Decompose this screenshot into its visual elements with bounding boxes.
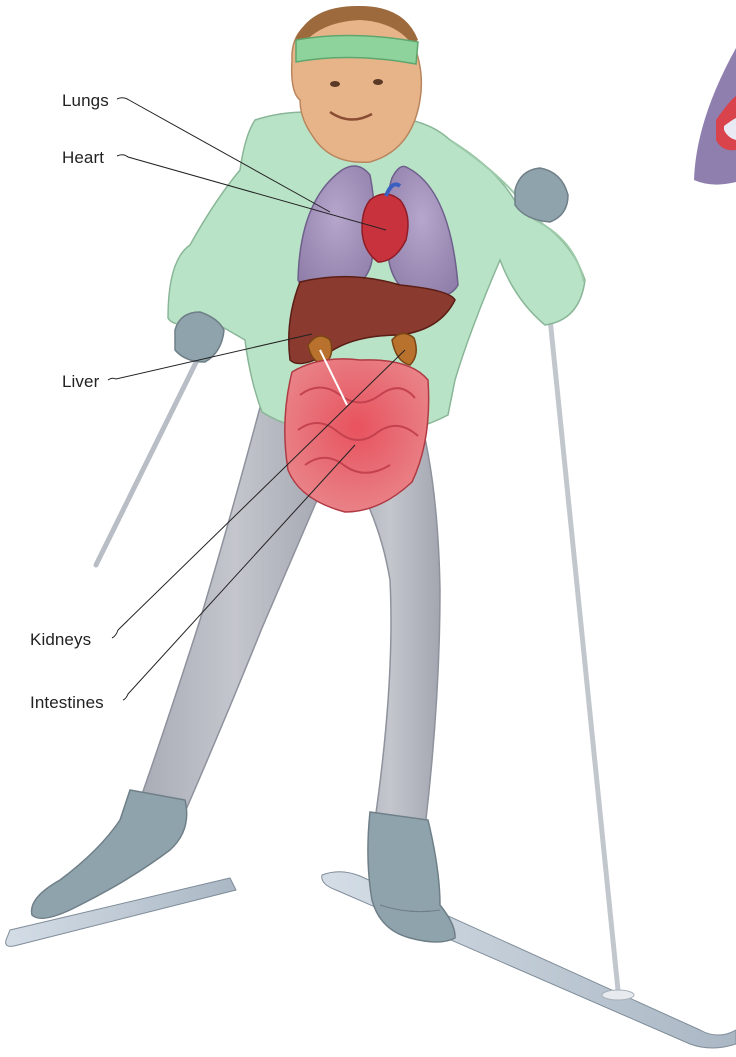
skis: [6, 872, 736, 1048]
label-heart: Heart: [62, 148, 104, 168]
label-intestines: Intestines: [30, 693, 104, 713]
label-liver: Liver: [62, 372, 99, 392]
label-kidneys: Kidneys: [30, 630, 91, 650]
inset-lung-fragment: [694, 48, 736, 185]
label-lungs: Lungs: [62, 91, 109, 111]
